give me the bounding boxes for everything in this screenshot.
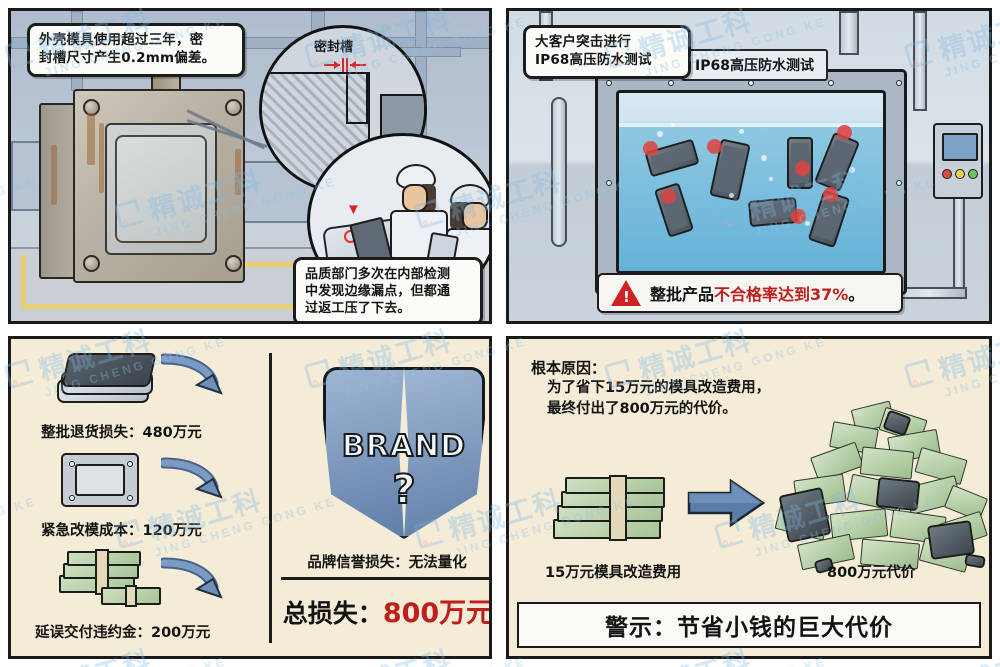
loss-item-0-label: 整批退货损失：480万元 xyxy=(41,425,202,441)
cash-stack-icon xyxy=(53,547,165,611)
phone-stack-icon xyxy=(55,351,157,413)
panel-divider xyxy=(269,353,272,643)
bubble-mold-deviation: 外壳模具使用超过三年，密 封槽尺寸产生0.2mm偏差。 xyxy=(27,23,245,77)
root-cause-panel: 根本原因： 为了省下15万元的模具改造费用， 最终付出了800万元的代价。 xyxy=(506,336,992,659)
root-cause-text-block: 根本原因： 为了省下15万元的模具改造费用， 最终付出了800万元的代价。 xyxy=(531,357,841,420)
brand-loss-caption: 品牌信誉损失：无法量化 xyxy=(307,555,467,571)
bubble-mold-deviation-text: 外壳模具使用超过三年，密 封槽尺寸产生0.2mm偏差。 xyxy=(39,32,216,66)
cracked-brand-shield-icon: BRAND ? xyxy=(323,367,485,539)
loss-item-2-label: 延误交付违约金：200万元 xyxy=(35,625,211,641)
caption-final-cost: 800万元代价 xyxy=(827,565,916,581)
warning-banner-text: 警示：节省小钱的巨大代价 xyxy=(605,615,893,641)
machine-caption-label: IP68高压防水测试 xyxy=(681,49,828,81)
total-divider xyxy=(281,577,489,580)
total-loss-row: 总损失：800万元 xyxy=(279,591,492,630)
cash-bundle-icon xyxy=(553,475,665,547)
machine-caption-text: IP68高压防水测试 xyxy=(695,58,814,74)
failure-rate-alert: ! 整批产品不合格率达到37%。 xyxy=(597,273,903,313)
alert-prefix: 整批产品 xyxy=(650,285,715,304)
bubble-customer-audit-text: 大客户突击进行 IP68高压防水测试 xyxy=(535,34,652,68)
loss-breakdown-panel: 整批退货损失：480万元 紧急改模成本：120万元 xyxy=(8,336,492,659)
warning-triangle-icon: ! xyxy=(611,280,641,306)
bubble-customer-audit: 大客户突击进行 IP68高压防水测试 xyxy=(523,25,691,79)
loss-item-0: 整批退货损失：480万元 xyxy=(41,421,202,442)
loss-item-2: 延误交付违约金：200万元 xyxy=(35,621,210,642)
mold-plate-icon xyxy=(61,453,139,507)
curved-arrow-icon xyxy=(161,353,223,395)
curved-arrow-icon xyxy=(161,457,223,499)
shield-brand-word: BRAND xyxy=(341,428,467,465)
magnifier-label: 密封槽 xyxy=(314,40,354,55)
shield-question-mark: ? xyxy=(391,466,416,514)
loss-item-1: 紧急改模成本：120万元 xyxy=(41,519,202,540)
bubble-qc-findings: 品质部门多次在内部检测 中发现边缘漏点，但都通 过返工压了下去。 xyxy=(293,257,483,321)
ip68-waterproof-test-panel: IP68高压防水测试 大客户突击进行 IP68高压防水测试 ! 整批产品不合格率… xyxy=(506,8,992,324)
alert-highlight: 不合格率达到37% xyxy=(714,285,849,304)
warning-banner: 警示：节省小钱的巨大代价 xyxy=(517,602,981,648)
root-cause-body: 为了省下15万元的模具改造费用， 最终付出了800万元的代价。 xyxy=(547,380,771,418)
failure-rate-text: 整批产品不合格率达到37%。 xyxy=(650,281,864,305)
root-cause-heading: 根本原因： xyxy=(531,359,607,377)
curved-arrow-icon xyxy=(161,557,223,599)
dimension-arrows-icon xyxy=(324,58,366,72)
water-view-window xyxy=(616,90,886,274)
money-pile-with-broken-phones-icon xyxy=(769,400,989,575)
alert-suffix: 。 xyxy=(848,285,865,304)
total-loss-value: 800万元 xyxy=(382,598,492,629)
pressure-chamber-icon xyxy=(595,69,907,295)
bubble-qc-findings-text: 品质部门多次在内部检测 中发现边缘漏点，但都通 过返工压了下去。 xyxy=(305,267,451,317)
mold-defect-panel: 密封槽 ▼ ▲ ◀ xyxy=(8,8,492,324)
caption-saved-cost: 15万元模具改造费用 xyxy=(545,565,682,581)
right-arrow-icon xyxy=(687,479,765,527)
control-panel-icon xyxy=(933,123,983,199)
total-loss-label: 总损失： xyxy=(282,599,383,628)
loss-item-1-label: 紧急改模成本：120万元 xyxy=(41,523,202,539)
injection-mold-icon xyxy=(39,69,245,285)
